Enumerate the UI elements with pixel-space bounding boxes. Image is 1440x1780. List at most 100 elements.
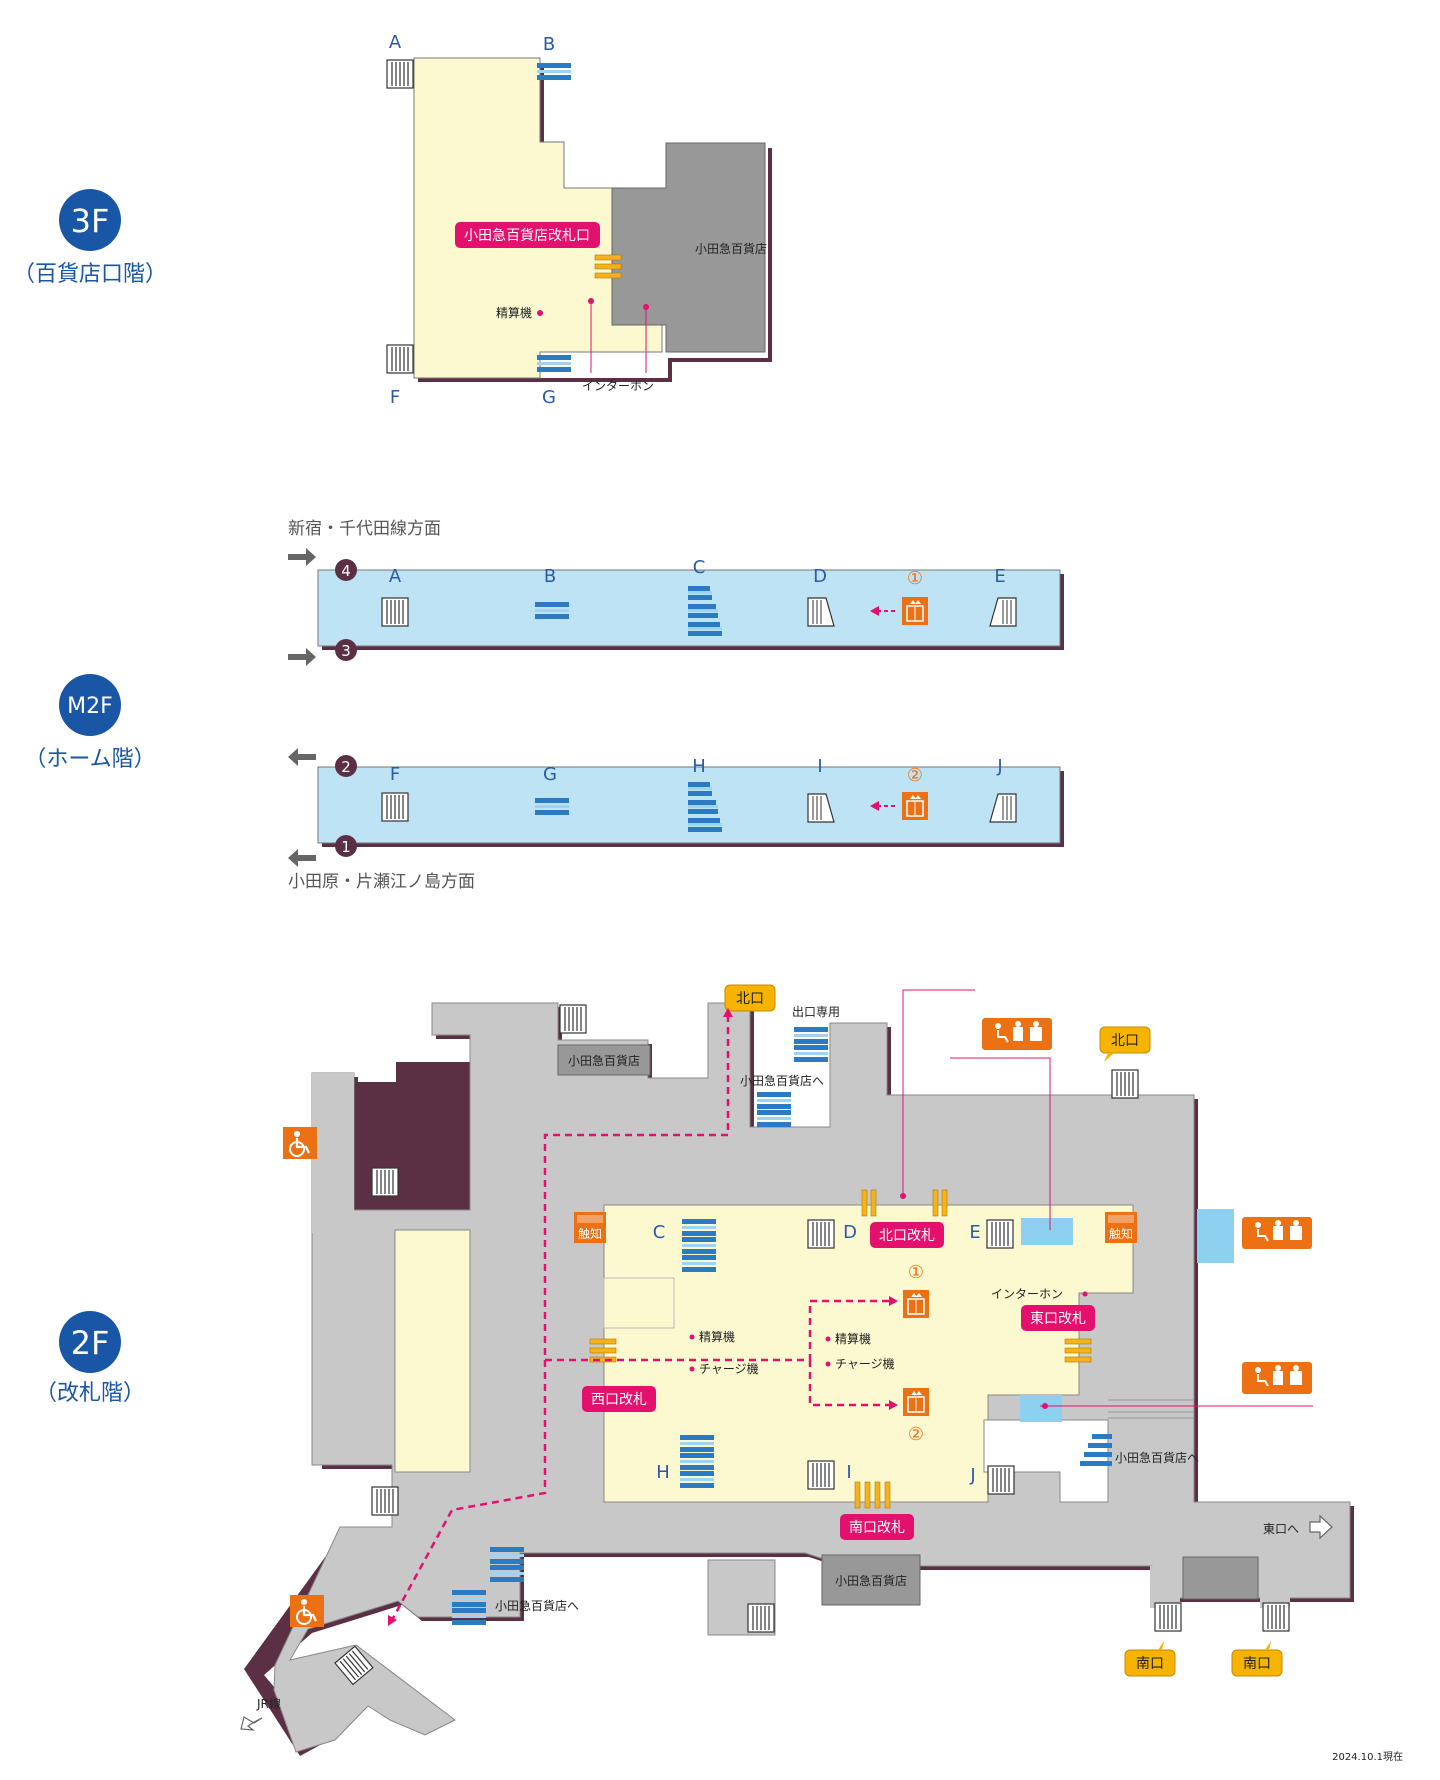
track-4: 4 <box>341 562 351 580</box>
stair-i <box>807 1460 835 1490</box>
wheelchair-icon <box>288 1593 326 1629</box>
east-gate-tag: 東口改札 <box>1021 1305 1095 1331</box>
stair-d <box>807 1219 835 1249</box>
dept-store-top-label: 小田急百貨店 <box>568 1053 640 1068</box>
stair-a <box>381 597 409 627</box>
elevator-2-label: ② <box>908 1424 924 1445</box>
fare-machine-2-label: 精算機 <box>835 1331 871 1346</box>
south-exit-1-tag[interactable]: 南口 <box>1124 1641 1176 1677</box>
escalator-g <box>535 798 569 815</box>
arrow-left-icon <box>288 748 316 766</box>
letter-h: H <box>692 756 706 777</box>
letter-g: G <box>542 387 556 408</box>
dept-store-label: 小田急百貨店 <box>695 241 767 256</box>
north-exit-2-tag[interactable]: 北口 <box>1099 1026 1151 1062</box>
svg-text:南口改札: 南口改札 <box>849 1520 905 1536</box>
stair-a <box>386 59 414 89</box>
letter-a: A <box>389 566 402 587</box>
letter-b: B <box>544 566 556 587</box>
dept-gate-tag <box>455 222 600 248</box>
track-2: 2 <box>341 758 351 776</box>
svg-text:触知: 触知 <box>578 1227 602 1241</box>
escalator <box>794 1045 828 1062</box>
svg-text:北口改札: 北口改札 <box>879 1228 935 1244</box>
stair-e <box>986 1219 1014 1249</box>
escalator-g <box>537 355 571 372</box>
floor-3f-map: 小田急百貨店 小田急百貨店改札口 A B F G 精算機 インターホン <box>386 32 772 408</box>
svg-text:南口: 南口 <box>1136 1656 1164 1672</box>
svg-text:M2F: M2F <box>67 694 113 719</box>
stair <box>371 1167 399 1197</box>
charge-machine-2-label: チャージ機 <box>835 1356 895 1371</box>
stair-d <box>807 597 835 627</box>
jr-label: JR線 <box>256 1696 281 1711</box>
svg-text:東口改札: 東口改札 <box>1030 1311 1086 1327</box>
south-gate-tag: 南口改札 <box>840 1514 914 1540</box>
letter-d: D <box>843 1222 857 1243</box>
to-east-label: 東口へ <box>1263 1522 1299 1536</box>
gate-bars <box>594 254 622 279</box>
wheelchair-icon <box>281 1125 319 1161</box>
left-strip <box>394 1229 471 1473</box>
stair <box>1154 1602 1182 1632</box>
south-exit-2-tag[interactable]: 南口 <box>1231 1641 1283 1677</box>
escalator-c <box>688 586 722 636</box>
wc-area-north <box>1021 1218 1073 1245</box>
direction-bottom: 小田原・片瀬江ノ島方面 <box>288 872 475 892</box>
escalator-h <box>680 1435 714 1452</box>
letter-d: D <box>813 566 827 587</box>
floor-sub-2f: （改札階） <box>35 1381 145 1406</box>
letter-i: I <box>817 756 822 777</box>
fare-machine-label: 精算機 <box>496 305 532 320</box>
svg-text:北口: 北口 <box>736 991 764 1007</box>
letter-i: I <box>846 1462 851 1483</box>
escalator-c <box>682 1237 716 1254</box>
floor-sub-3f: （百貨店口階） <box>13 262 167 287</box>
escalator <box>757 1092 791 1109</box>
escalator-h <box>680 1453 714 1470</box>
elevator-icon <box>901 596 929 626</box>
direction-top: 新宿・千代田線方面 <box>288 519 441 539</box>
svg-text:西口改札: 西口改札 <box>591 1392 647 1408</box>
track-1: 1 <box>341 838 351 856</box>
east-gate-bars <box>1064 1338 1092 1363</box>
letter-j: J <box>969 1465 975 1486</box>
west-gate-bars <box>589 1338 617 1363</box>
escalator-h <box>688 782 722 832</box>
letter-h: H <box>656 1462 670 1483</box>
north-gate-bars <box>854 1189 948 1509</box>
to-dept-bottom-label: 小田急百貨店へ <box>495 1598 579 1613</box>
letter-j: J <box>996 756 1002 777</box>
escalator <box>490 1547 524 1564</box>
toilet-icons <box>982 1018 1052 1050</box>
fare-machine-1-label: 精算機 <box>699 1329 735 1344</box>
stair <box>559 1004 587 1034</box>
dept-store-bottom-label: 小田急百貨店 <box>835 1573 907 1588</box>
svg-text:3F: 3F <box>71 202 110 240</box>
escalator-b <box>537 63 571 80</box>
floor-2f-map: 小田急百貨店 小田急百貨店 北口 北口 <box>240 984 1403 1763</box>
tactile-map-icon: 触知 <box>574 1212 606 1243</box>
letter-g: G <box>543 764 557 785</box>
north-exit-tag[interactable]: 北口 <box>724 984 776 1012</box>
stair <box>371 1486 399 1516</box>
date-label: 2024.10.1現在 <box>1332 1751 1403 1763</box>
letter-f: F <box>390 764 400 785</box>
letter-a: A <box>389 32 402 53</box>
to-dept-top-label: 小田急百貨店へ <box>740 1073 824 1088</box>
escalator <box>452 1608 486 1625</box>
escalator-b <box>535 602 569 619</box>
letter-f: F <box>390 387 400 408</box>
stair-j <box>989 793 1017 823</box>
escalator <box>794 1027 828 1044</box>
escalator-h <box>680 1471 714 1488</box>
intercom-label: インターホン <box>991 1287 1063 1301</box>
to-dept-right-label: 小田急百貨店へ <box>1115 1450 1199 1465</box>
dept-store-block <box>611 142 766 353</box>
elevator-icon <box>901 791 929 821</box>
svg-text:2F: 2F <box>71 1324 110 1362</box>
tactile-map-icon: 触知 <box>1105 1212 1137 1243</box>
elevator-2-label: ② <box>907 765 923 786</box>
letter-c: C <box>693 557 706 578</box>
